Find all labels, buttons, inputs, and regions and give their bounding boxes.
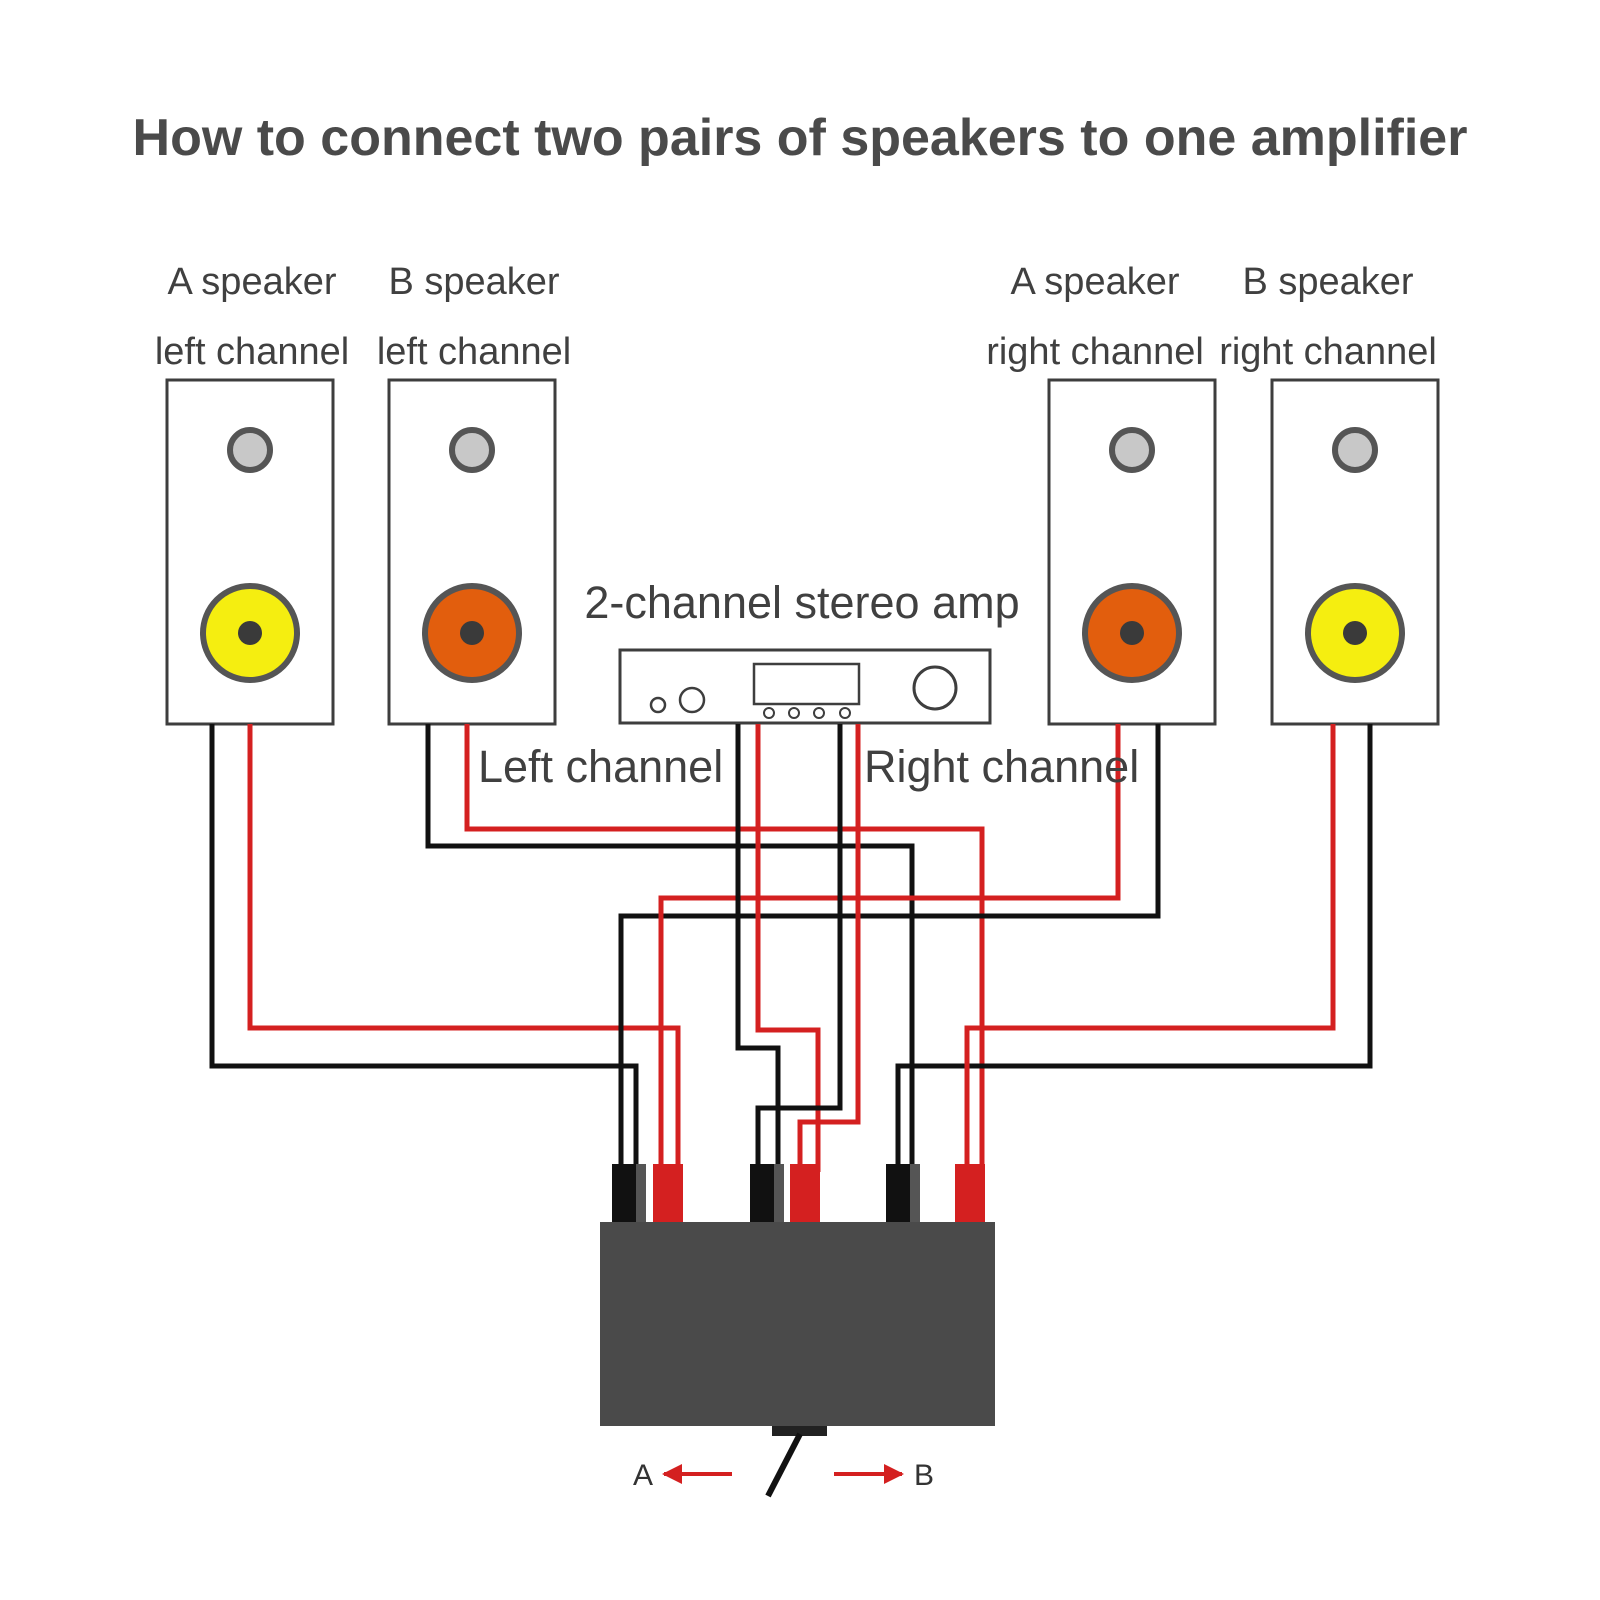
tweeter-icon bbox=[449, 427, 495, 473]
left-channel-label: Left channel bbox=[478, 741, 723, 792]
speaker-1 bbox=[165, 378, 335, 726]
speaker-4-label-line1: B speaker bbox=[1242, 261, 1413, 303]
tweeter-icon bbox=[1332, 427, 1378, 473]
diagram-title: How to connect two pairs of speakers to … bbox=[133, 109, 1468, 167]
right-channel-label: Right channel bbox=[864, 741, 1139, 792]
speaker-4-label-line2: right channel bbox=[1219, 331, 1437, 373]
amp-knob-icon bbox=[678, 686, 706, 714]
amp-small-knob-icon bbox=[649, 696, 667, 714]
amp-display bbox=[752, 662, 861, 706]
amplifier bbox=[618, 648, 992, 725]
switch-a-label: A bbox=[633, 1459, 653, 1492]
switch-base bbox=[772, 1426, 827, 1436]
speaker-2-label-line2: left channel bbox=[377, 331, 571, 373]
speaker-3-label-line2: right channel bbox=[986, 331, 1204, 373]
amp-label: 2-channel stereo amp bbox=[584, 577, 1019, 628]
speaker-2 bbox=[387, 378, 557, 726]
switch-lever[interactable] bbox=[765, 1432, 803, 1498]
switch-terminals bbox=[612, 1164, 985, 1224]
speaker-wiring bbox=[209, 724, 1373, 1172]
speaker-switch-box bbox=[600, 1222, 995, 1426]
speaker-1-label-line1: A speaker bbox=[168, 261, 337, 303]
amp-volume-knob-icon bbox=[912, 665, 958, 711]
tweeter-icon bbox=[227, 427, 273, 473]
tweeter-icon bbox=[1109, 427, 1155, 473]
speaker-2-label-line1: B speaker bbox=[388, 261, 559, 303]
speaker-4 bbox=[1270, 378, 1440, 726]
speaker-3 bbox=[1047, 378, 1217, 726]
switch-b-label: B bbox=[914, 1459, 934, 1492]
speaker-3-label-line1: A speaker bbox=[1011, 261, 1180, 303]
speaker-1-label-line2: left channel bbox=[155, 331, 349, 373]
